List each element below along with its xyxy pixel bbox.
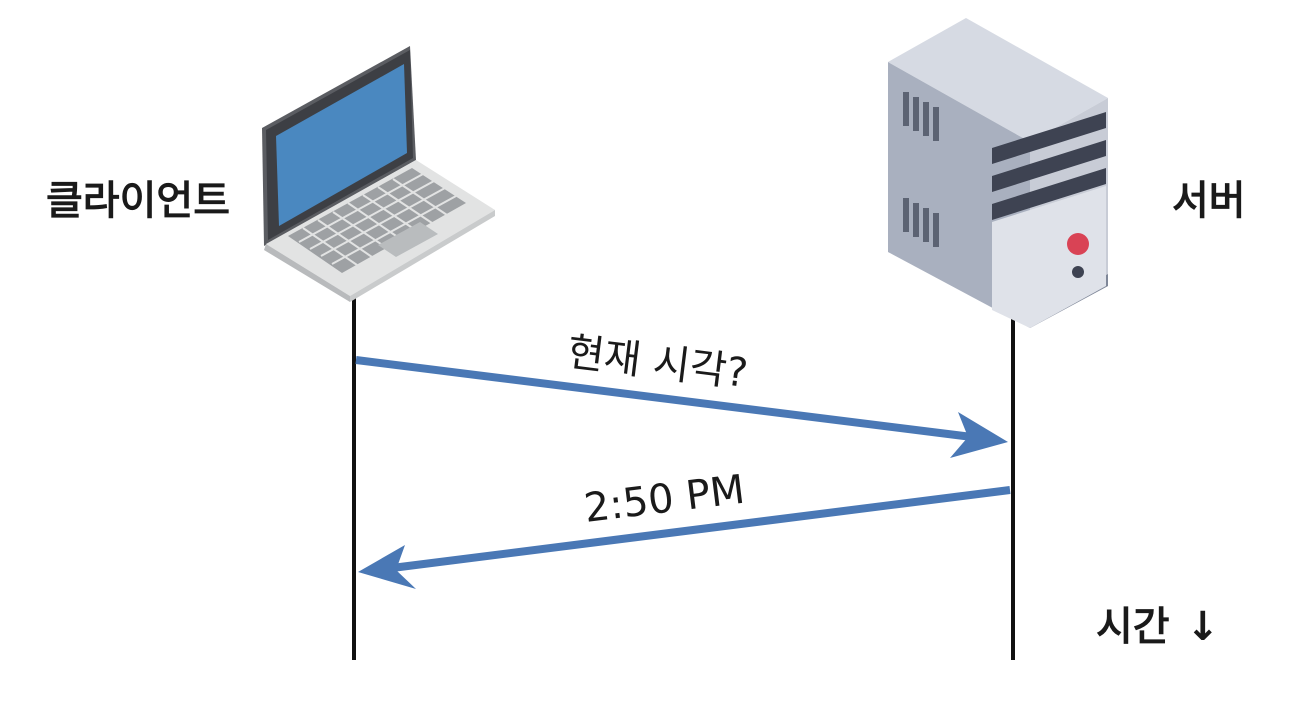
- message-arrow-request: [355, 356, 1008, 458]
- server-label: 서버: [1172, 178, 1246, 224]
- message-response-label: 2:50 PM: [582, 467, 748, 532]
- message-arrow-response: [358, 486, 1011, 589]
- laptop-icon: [262, 46, 495, 302]
- time-axis-label: 시간: [1096, 604, 1170, 650]
- down-arrow-icon: ↓: [1186, 604, 1220, 650]
- server-tower-icon: [888, 18, 1108, 328]
- client-label: 클라이언트: [46, 178, 230, 224]
